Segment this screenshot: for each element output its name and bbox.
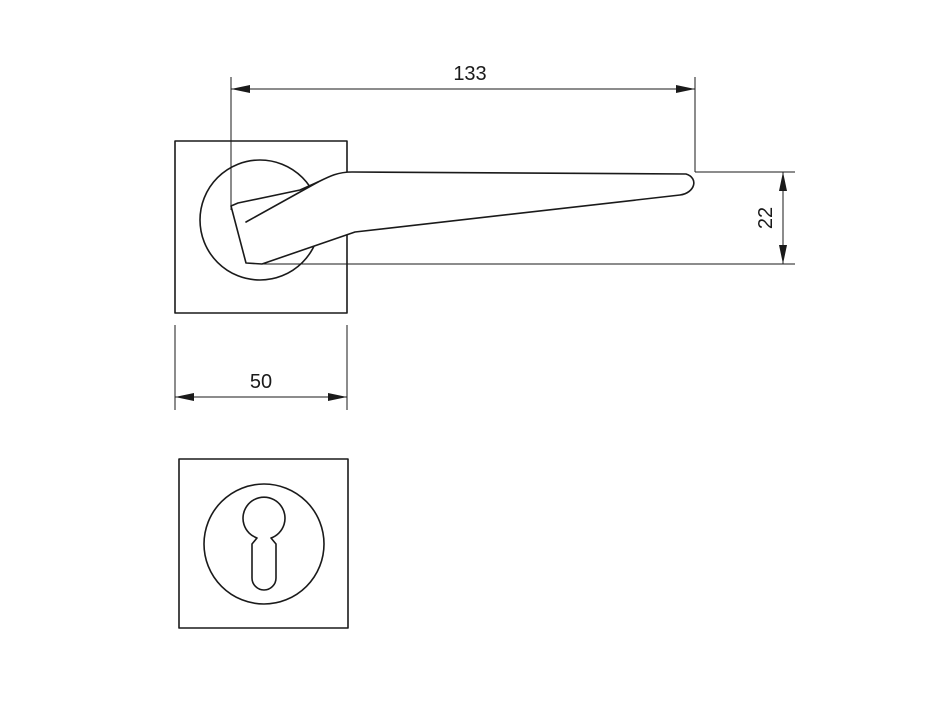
escutcheon-assembly [178,458,349,629]
arrow-up-icon [779,172,787,191]
arrow-right-icon [676,85,695,93]
dimension-label-width: 50 [250,371,272,393]
escutcheon-plate [178,458,349,629]
lever-inner-edge [245,181,319,223]
handle-assembly [174,140,695,314]
arrow-right-icon [328,393,347,401]
arrow-left-icon [231,85,250,93]
escutcheon-round-rose [203,483,325,605]
keyhole-icon [242,496,286,591]
dimension-length: 133 [230,63,696,210]
dimension-label-height: 22 [755,207,777,229]
dimension-width: 50 [174,325,348,410]
dimension-height: 22 [262,171,795,265]
arrow-down-icon [779,245,787,264]
arrow-left-icon [175,393,194,401]
dimension-label-length: 133 [453,63,486,85]
lever-handle [230,171,695,265]
